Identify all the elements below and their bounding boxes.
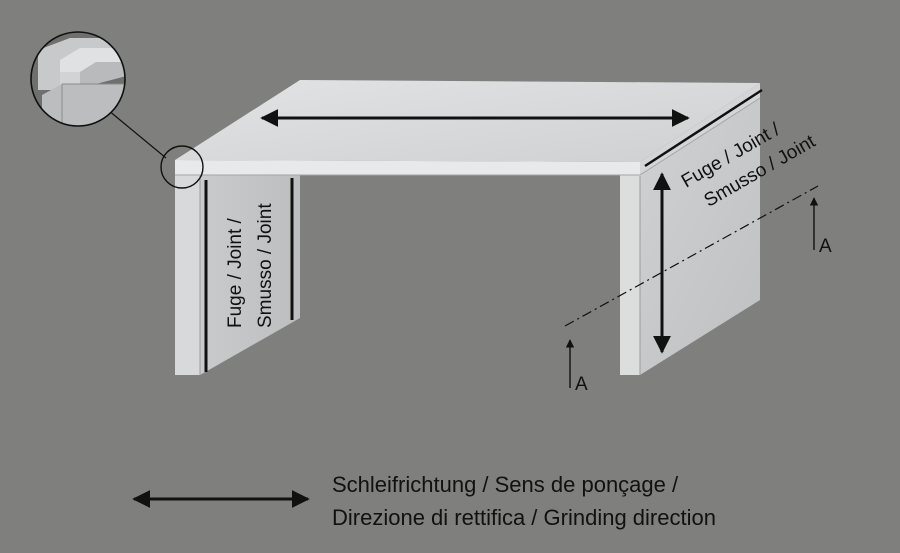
legend: Schleifrichtung / Sens de ponçage / Dire… — [332, 468, 716, 534]
section-marker-right: A — [819, 236, 832, 257]
joint-line-right-top — [644, 88, 763, 168]
joint-label-left: Fuge / Joint / Smusso / Joint — [225, 203, 276, 328]
detail-marker-circle — [160, 145, 204, 189]
joint-label-left-line1: Fuge / Joint / — [225, 217, 246, 328]
left-leg — [175, 175, 300, 375]
section-marker-left: A — [575, 374, 588, 395]
section-line — [564, 185, 819, 327]
legend-line-2: Direzione di rettifica / Grinding direct… — [332, 505, 716, 530]
legend-line-1: Schleifrichtung / Sens de ponçage / — [332, 472, 679, 497]
detail-leader-line — [107, 109, 167, 159]
detail-zoom — [30, 31, 126, 127]
joint-label-left-line2: Smusso / Joint — [255, 203, 276, 328]
detail-zoom-circle — [30, 31, 126, 127]
